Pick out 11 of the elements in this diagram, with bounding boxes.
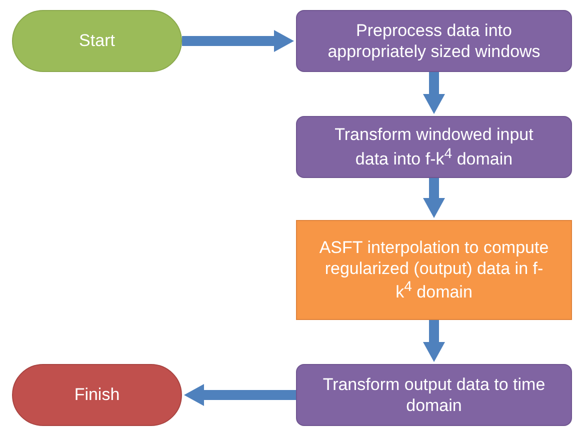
process-box: Preprocess data into appropriately sized windows <box>296 10 572 72</box>
block-arrow <box>423 72 445 114</box>
process-box: Transform windowed input data into f-k$^{4}$ domain <box>296 116 572 178</box>
process-box: Transform output data to time domain <box>296 364 572 426</box>
block-arrow <box>423 178 445 218</box>
block-arrow <box>423 320 445 362</box>
block-arrow <box>184 384 296 406</box>
end-terminal: Finish <box>12 364 182 426</box>
block-arrow <box>182 30 294 52</box>
start-terminal: Start <box>12 10 182 72</box>
process-box: ASFT interpolation to compute regularized (output) data in f-k$^{4}$ domain <box>296 220 572 320</box>
